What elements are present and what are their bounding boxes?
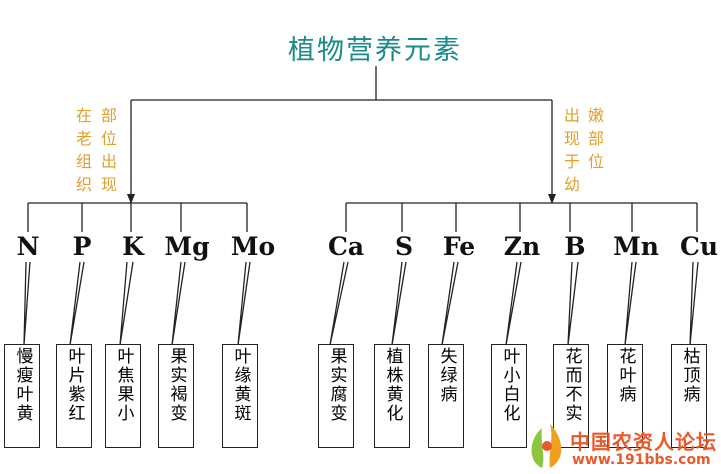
element-p: P	[72, 232, 92, 261]
right-note-col2: 嫩部位	[588, 106, 605, 171]
left-note-col1: 在老组织	[76, 106, 93, 194]
watermark-name: 中国农资人论坛	[570, 430, 717, 454]
symptom-box-mo: 叶缘黄斑	[222, 344, 258, 448]
symptom-box-mn: 花叶病	[607, 344, 643, 448]
watermark-logo-icon	[531, 424, 562, 468]
symptom-label-k: 叶焦果小	[113, 347, 134, 423]
symptom-box-p: 叶片紫红	[56, 344, 92, 448]
symptom-label-mo: 叶缘黄斑	[230, 347, 251, 423]
element-s: S	[394, 232, 414, 261]
element-mg: Mg	[164, 232, 210, 261]
element-cu: Cu	[679, 232, 719, 261]
left-arrowhead	[127, 194, 135, 204]
diagram-title: 植物营养元素	[288, 35, 462, 66]
element-fe: Fe	[442, 232, 476, 261]
symptom-box-b: 花而不实	[553, 344, 589, 448]
element-b: B	[564, 232, 586, 261]
symptom-label-b: 花而不实	[561, 347, 582, 423]
right-note-col1: 出现于幼	[564, 106, 581, 194]
symptom-label-mn: 花叶病	[615, 347, 636, 404]
symptom-label-s: 植株黄化	[382, 347, 403, 423]
right-arrowhead	[548, 194, 556, 204]
watermark-url: www.191bbs.com	[572, 452, 711, 468]
symptom-box-mg: 果实褐变	[158, 344, 194, 448]
element-mo: Mo	[230, 232, 276, 261]
element-zn: Zn	[503, 232, 541, 261]
symptom-box-ca: 果实腐变	[318, 344, 354, 448]
left-note-col2: 部位出现	[101, 106, 118, 194]
symptom-label-ca: 果实腐变	[326, 347, 347, 423]
symptom-label-mg: 果实褐变	[166, 347, 187, 423]
symptom-label-n: 慢瘦叶黄	[12, 347, 33, 423]
symptom-box-fe: 失绿病	[428, 344, 464, 448]
element-mn: Mn	[613, 232, 659, 261]
symptom-box-cu: 枯顶病	[671, 344, 707, 448]
symptom-box-k: 叶焦果小	[105, 344, 141, 448]
symptom-box-s: 植株黄化	[374, 344, 410, 448]
symptom-box-zn: 叶小白化	[491, 344, 527, 448]
element-k: K	[122, 232, 144, 261]
symptom-label-p: 叶片紫红	[64, 347, 85, 423]
symptom-label-zn: 叶小白化	[499, 347, 520, 423]
symptom-box-n: 慢瘦叶黄	[4, 344, 40, 448]
symptom-label-fe: 失绿病	[436, 347, 457, 404]
element-ca: Ca	[327, 232, 365, 261]
symptom-label-cu: 枯顶病	[679, 347, 700, 404]
element-n: N	[16, 232, 40, 261]
